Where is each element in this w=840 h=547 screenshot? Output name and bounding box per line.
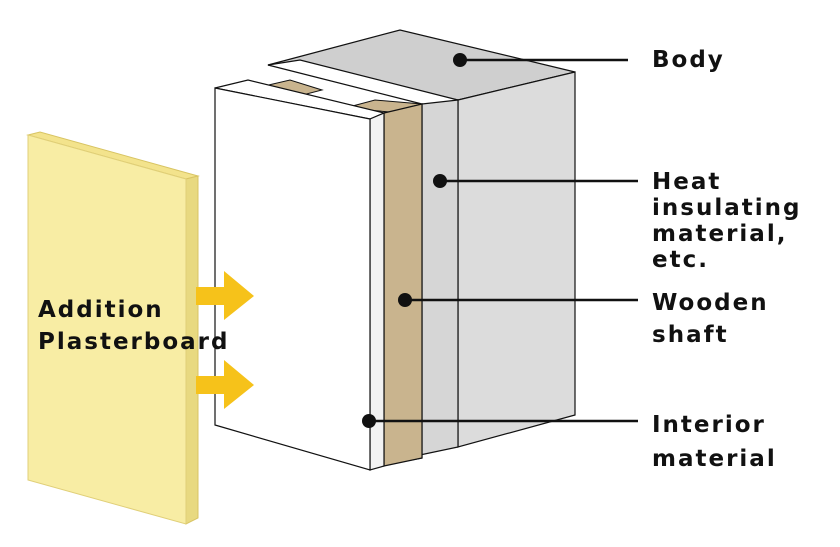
label-wooden-line-2: shaft <box>652 322 729 348</box>
body-front-face <box>419 95 459 456</box>
label-wooden-line-1: Wooden <box>652 290 769 316</box>
label-heat-line-3: material, <box>652 221 788 247</box>
body-leader-dot <box>453 53 467 67</box>
wooden-leader-dot <box>398 293 412 307</box>
label-body: Body <box>652 47 725 73</box>
label-body-text: Body <box>652 47 725 73</box>
label-interior-material: Interior material <box>652 408 777 476</box>
label-interior-line-1: Interior <box>652 412 766 438</box>
label-interior-line-2: material <box>652 446 777 472</box>
wood-front-face <box>383 103 423 467</box>
label-wooden-shaft: Wooden shaft <box>652 287 769 351</box>
plasterboard-front-face <box>27 134 187 525</box>
body-right-face <box>457 71 576 448</box>
label-addition-line-1: Addition <box>38 297 164 323</box>
label-heat-line-1: Heat <box>652 169 722 195</box>
label-heat-line-2: insulating <box>652 195 802 221</box>
heat-leader-dot <box>433 174 447 188</box>
label-addition-plasterboard: Addition Plasterboard <box>38 294 229 358</box>
label-addition-line-2: Plasterboard <box>38 329 230 355</box>
interior-leader-dot <box>362 414 376 428</box>
label-heat-line-4: etc. <box>652 247 709 273</box>
label-heat-insulating: Heat insulating material, etc. <box>652 169 801 273</box>
insulation-top-face <box>267 59 459 105</box>
arrow-upper <box>196 271 254 320</box>
interior-front-face <box>214 87 371 471</box>
arrow-lower <box>196 360 254 409</box>
